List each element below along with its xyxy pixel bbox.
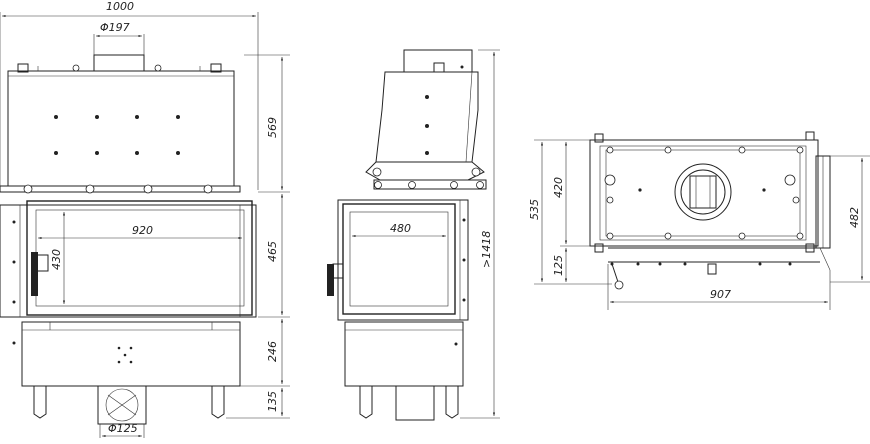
height-mid-label: 465 [266,241,279,262]
air-vent-dots [117,346,133,364]
glass-width-label: 920 [132,224,153,237]
top-flue-opening [674,163,732,221]
front-height-dimensions [226,54,290,419]
height-lower-label: 246 [266,341,279,362]
top-depth-lower-label: 125 [552,255,565,276]
flue-diameter-dimension: Φ197 [93,21,145,55]
side-firebox [337,199,469,321]
convection-box [7,70,235,187]
side-left-leg [359,386,373,419]
mounting-brackets [23,184,213,194]
side-lower-base [344,321,464,387]
flue-diameter-label: Φ197 [100,21,130,34]
side-flue-collar [403,49,473,73]
convection-box-bolts [54,115,180,155]
side-glass-width-label: 480 [390,222,411,235]
side-door-handle [327,264,334,296]
glass-height-label: 430 [50,249,63,270]
side-air-inlet [395,385,435,421]
side-view: 480 >1418 [327,49,500,421]
top-depth-total-label: 535 [528,199,541,220]
top-view: 535 420 125 907 482 [528,131,870,310]
top-left-dimensions [534,139,612,285]
height-legs-label: 135 [266,391,279,412]
total-height-label: >1418 [480,231,493,268]
firebox-body [0,204,257,318]
top-damper-lever [611,263,619,283]
top-width-label: 907 [710,288,731,301]
top-plate-bolts [604,146,804,240]
side-glass-door [342,203,456,315]
front-glass-door [26,200,253,316]
flue-collar [93,54,145,72]
top-depth-upper-label: 420 [552,177,565,198]
height-top-label: 569 [266,117,279,138]
air-inlet-label: Φ125 [108,422,138,435]
side-right-leg [445,386,459,419]
air-inlet [97,385,147,425]
door-handle [31,252,38,296]
top-depth-right-label: 482 [848,207,861,228]
front-left-leg [33,386,47,419]
front-width-dimension: 1000 [0,0,259,190]
top-plate [589,139,819,247]
front-right-leg [211,386,225,419]
side-convection-box [375,71,479,163]
lower-base-box [21,321,241,387]
front-width-label: 1000 [106,0,134,13]
front-view: 1000 Φ197 [0,0,290,438]
